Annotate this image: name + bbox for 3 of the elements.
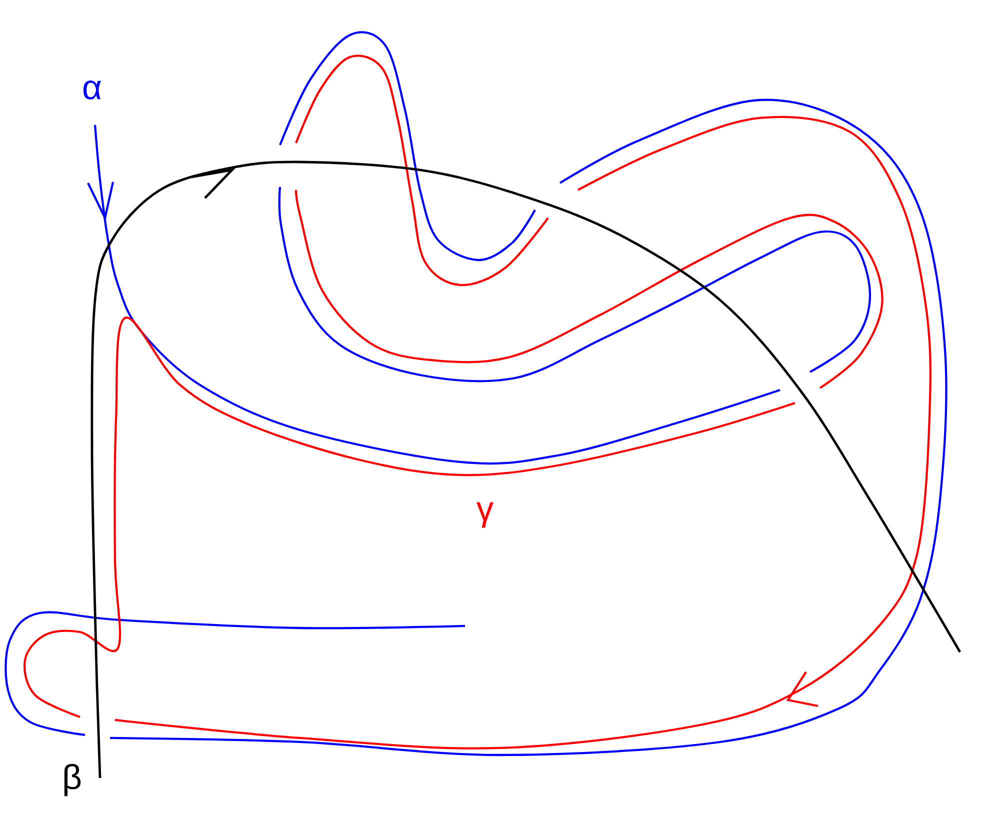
curve-label: γ	[476, 502, 494, 528]
curve-label: α	[83, 80, 102, 100]
curve-label: β	[64, 764, 81, 796]
